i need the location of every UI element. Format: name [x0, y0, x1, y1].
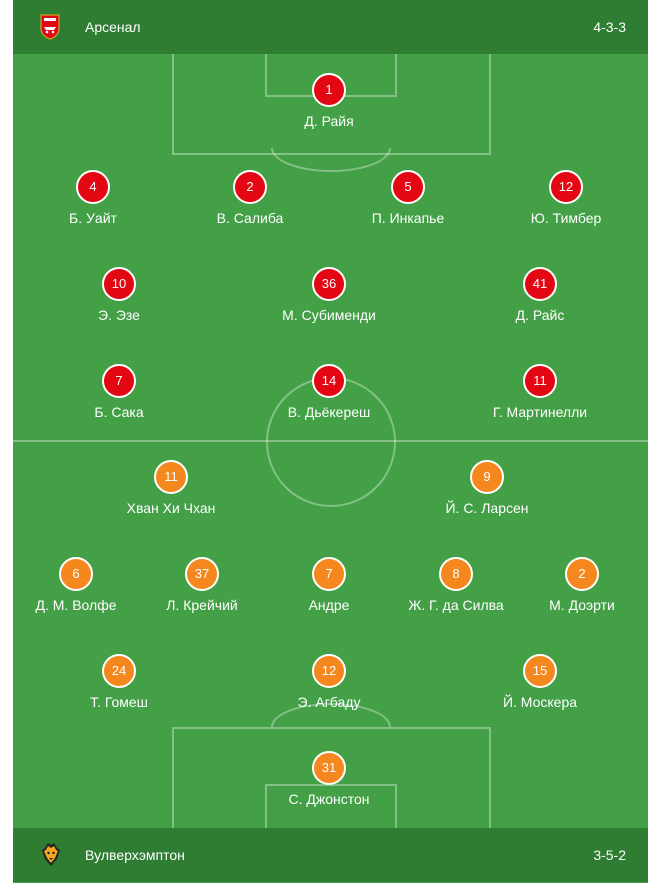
away-formation: 3-5-2 — [593, 847, 626, 863]
player-name: Б. Уайт — [69, 210, 117, 226]
bottom-penalty-area — [172, 727, 491, 828]
home-player[interactable]: 36 М. Субименди — [259, 267, 399, 324]
home-team-header: Арсенал 4-3-3 — [13, 0, 648, 54]
player-name: Хван Хи Чхан — [126, 500, 216, 516]
home-player[interactable]: 2 В. Салиба — [180, 170, 320, 227]
home-player[interactable]: 10 Э. Эзе — [49, 267, 189, 324]
shirt-number-badge: 9 — [470, 460, 504, 494]
home-player[interactable]: 11 Г. Мартинелли — [470, 364, 610, 421]
player-name: П. Инкапье — [371, 210, 445, 226]
home-formation: 4-3-3 — [593, 19, 626, 35]
player-name: Л. Крейчий — [166, 597, 238, 613]
player-name: М. Доэрти — [549, 597, 615, 613]
lineup-board: Арсенал 4-3-3 1 Д. Райя 4 Б. Уайт 2 В. Салиба… — [13, 0, 648, 883]
home-player[interactable]: 4 Б. Уайт — [23, 170, 163, 227]
home-team-name: Арсенал — [85, 19, 141, 35]
home-player[interactable]: 41 Д. Райс — [470, 267, 610, 324]
home-player[interactable]: 14 В. Дьёкереш — [259, 364, 399, 421]
player-name: Б. Сака — [94, 404, 144, 420]
player-name: Ю. Тимбер — [530, 210, 602, 226]
shirt-number-badge: 12 — [549, 170, 583, 204]
shirt-number-badge: 11 — [154, 460, 188, 494]
away-player[interactable]: 15 Й. Москера — [470, 654, 610, 711]
shirt-number-badge: 12 — [312, 654, 346, 688]
away-player[interactable]: 9 Й. С. Ларсен — [417, 460, 557, 517]
bottom-goal-area — [265, 784, 397, 828]
player-name: В. Дьёкереш — [287, 404, 371, 420]
player-name: Д. М. Волфе — [35, 597, 117, 613]
player-name: Й. Москера — [502, 694, 578, 710]
shirt-number-badge: 31 — [312, 751, 346, 785]
away-team-name: Вулверхэмптон — [85, 847, 185, 863]
shirt-number-badge: 11 — [523, 364, 557, 398]
shirt-number-badge: 2 — [233, 170, 267, 204]
away-player[interactable]: 31 С. Джонстон — [259, 751, 399, 808]
player-name: Д. Райя — [304, 113, 354, 129]
shirt-number-badge: 10 — [102, 267, 136, 301]
player-name: С. Джонстон — [288, 791, 370, 807]
player-name: В. Салиба — [216, 210, 284, 226]
shirt-number-badge: 24 — [102, 654, 136, 688]
shirt-number-badge: 7 — [312, 557, 346, 591]
wolves-crest-icon — [42, 843, 60, 866]
player-name: Ж. Г. да Силва — [408, 597, 504, 613]
arsenal-crest-icon — [40, 14, 60, 40]
player-name: Г. Мартинелли — [492, 404, 588, 420]
away-player[interactable]: 12 Э. Агбаду — [259, 654, 399, 711]
shirt-number-badge: 15 — [523, 654, 557, 688]
shirt-number-badge: 41 — [523, 267, 557, 301]
away-team-header: Вулверхэмптон 3-5-2 — [13, 828, 648, 882]
home-player[interactable]: 7 Б. Сака — [49, 364, 189, 421]
shirt-number-badge: 1 — [312, 73, 346, 107]
away-player[interactable]: 24 Т. Гомеш — [49, 654, 189, 711]
player-name: Э. Эзе — [98, 307, 140, 323]
shirt-number-badge: 37 — [185, 557, 219, 591]
away-player[interactable]: 37 Л. Крейчий — [132, 557, 272, 614]
away-player[interactable]: 2 М. Доэрти — [512, 557, 652, 614]
shirt-number-badge: 8 — [439, 557, 473, 591]
shirt-number-badge: 36 — [312, 267, 346, 301]
away-player[interactable]: 6 Д. М. Волфе — [6, 557, 146, 614]
shirt-number-badge: 7 — [102, 364, 136, 398]
shirt-number-badge: 4 — [76, 170, 110, 204]
player-name: Андре — [308, 597, 350, 613]
player-name: Т. Гомеш — [90, 694, 148, 710]
pitch — [13, 54, 648, 828]
player-name: Й. С. Ларсен — [445, 500, 529, 516]
away-player[interactable]: 8 Ж. Г. да Силва — [386, 557, 526, 614]
home-player[interactable]: 5 П. Инкапье — [338, 170, 478, 227]
shirt-number-badge: 14 — [312, 364, 346, 398]
player-name: Э. Агбаду — [297, 694, 361, 710]
shirt-number-badge: 6 — [59, 557, 93, 591]
home-player[interactable]: 1 Д. Райя — [259, 73, 399, 130]
shirt-number-badge: 5 — [391, 170, 425, 204]
player-name: Д. Райс — [515, 307, 565, 323]
player-name: М. Субименди — [282, 307, 376, 323]
shirt-number-badge: 2 — [565, 557, 599, 591]
home-player[interactable]: 12 Ю. Тимбер — [496, 170, 636, 227]
